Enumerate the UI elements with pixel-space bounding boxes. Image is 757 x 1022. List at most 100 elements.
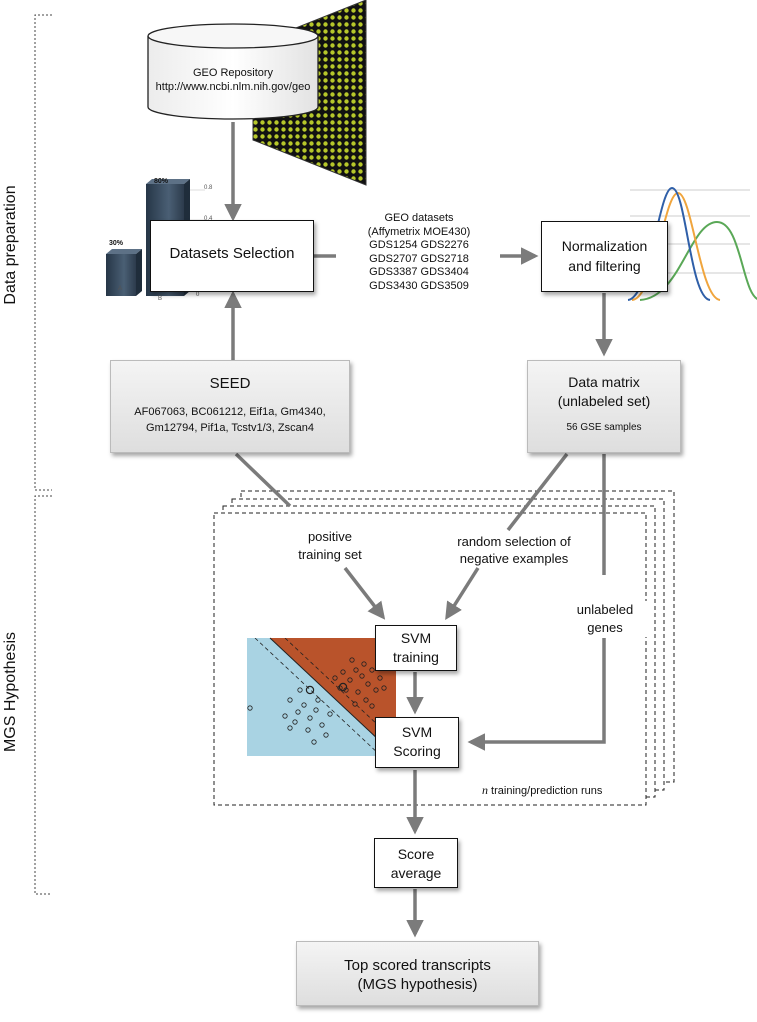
- datasets-selection-label: Datasets Selection: [169, 245, 295, 262]
- normalization-line1: Normalization: [561, 238, 648, 254]
- score-average-line2: average: [390, 865, 442, 881]
- arrow-seed-to-training: [234, 452, 292, 508]
- svm-point: [369, 667, 375, 673]
- svm-scoring-line1: SVM: [401, 724, 433, 740]
- svm-point: [365, 681, 371, 687]
- bar-a-side: [136, 249, 142, 296]
- svm-point: [353, 667, 359, 673]
- svm-training-line1: SVM: [400, 630, 432, 646]
- curve-green: [639, 220, 757, 301]
- data-matrix-box: Data matrix (unlabeled set) 56 GSE sampl…: [527, 360, 681, 453]
- svm-point: [311, 739, 317, 745]
- geo-datasets-line: (Affymetrix MOE430): [367, 225, 471, 238]
- runs-text: training/prediction runs: [488, 785, 603, 797]
- svm-support-vector: [305, 685, 315, 695]
- svm-point: [247, 705, 253, 711]
- data-matrix-line1: Data matrix: [568, 374, 640, 390]
- geo-datasets-line: GDS3430 GDS3509: [369, 279, 469, 292]
- geo-datasets-line: GDS2707 GDS2718: [369, 252, 469, 265]
- top-scored-line1: Top scored transcripts: [344, 957, 491, 974]
- positive-training-set-label: positive training set: [270, 528, 390, 564]
- bar-label-high: 80%: [154, 178, 169, 185]
- bar-a: [106, 254, 136, 296]
- svm-point: [323, 732, 329, 738]
- bar-label-low: 30%: [109, 240, 124, 247]
- svm-training-box: SVM training: [375, 625, 457, 671]
- svm-training-line2: training: [393, 649, 439, 665]
- bar-cat-b: B: [158, 296, 163, 302]
- svm-point: [287, 697, 293, 703]
- seed-genes-line2: Gm12794, Pif1a, Tcstv1/3, Zscan4: [146, 422, 314, 434]
- positive-line1: positive: [307, 529, 353, 544]
- section-label-mgs-hypothesis: MGS Hypothesis: [2, 631, 19, 753]
- geo-datasets-list: GEO datasets (Affymetrix MOE430) GDS1254…: [340, 212, 498, 294]
- top-scored-transcripts-box: Top scored transcripts (MGS hypothesis): [296, 941, 539, 1006]
- data-matrix-samples: 56 GSE samples: [566, 422, 642, 433]
- svm-point: [359, 673, 365, 679]
- runs-n: n: [482, 783, 488, 797]
- seed-title: SEED: [209, 375, 251, 392]
- random-line2: negative examples: [459, 551, 569, 566]
- positive-line2: training set: [298, 547, 362, 562]
- score-average-box: Score average: [374, 838, 458, 888]
- random-line1: random selection of: [457, 534, 571, 549]
- arrow-matrix-to-training: [506, 452, 569, 532]
- training-runs-label: n training/prediction runs: [482, 783, 602, 798]
- svm-scoring-line2: Scoring: [393, 743, 441, 759]
- bar-cat-a: A: [118, 286, 123, 292]
- section-bracket-mgs-hypothesis: [34, 495, 52, 895]
- svm-point: [369, 703, 375, 709]
- section-label-data-preparation: Data preparation: [2, 185, 19, 305]
- svm-support-vector: [338, 682, 348, 692]
- svm-point: [332, 675, 338, 681]
- svm-point: [307, 715, 313, 721]
- bar-tick-top: 0.8: [204, 185, 213, 191]
- bar-a-top: [106, 249, 142, 254]
- seed-box: SEED AF067063, BC061212, Eif1a, Gm4340, …: [110, 360, 350, 453]
- svm-point: [301, 702, 307, 708]
- svm-point: [327, 711, 333, 717]
- geo-datasets-line: GEO datasets: [384, 212, 454, 224]
- bar-tick-mid: 0.4: [204, 216, 213, 222]
- svm-point: [381, 685, 387, 691]
- datasets-selection-box: Datasets Selection: [150, 220, 314, 292]
- svm-point: [349, 657, 355, 663]
- svm-point: [305, 727, 311, 733]
- svm-point: [282, 713, 288, 719]
- flow-arrows: [224, 122, 613, 938]
- svm-point: [363, 697, 369, 703]
- seed-genes-line1: AF067063, BC061212, Eif1a, Gm4340,: [134, 406, 326, 418]
- bar-b-top: [146, 179, 190, 184]
- section-bracket-data-preparation: [34, 14, 52, 491]
- data-matrix-line2: (unlabeled set): [557, 393, 651, 409]
- svm-point: [295, 709, 301, 715]
- svm-scoring-box: SVM Scoring: [375, 717, 459, 768]
- geo-datasets-line: GDS3387 GDS3404: [369, 266, 469, 279]
- svm-scatter-plot: [247, 637, 397, 757]
- svm-point: [319, 722, 325, 728]
- geo-database-cylinder: [147, 23, 319, 120]
- top-scored-line2: (MGS hypothesis): [357, 976, 478, 993]
- svm-point: [297, 687, 303, 693]
- svm-point: [352, 701, 358, 707]
- bar-tick-bottom: 0: [196, 292, 200, 298]
- geo-repository-url: http://www.ncbi.nlm.nih.gov/geo: [155, 81, 311, 93]
- svm-point: [313, 707, 319, 713]
- svm-point: [340, 669, 346, 675]
- unlabeled-line1: unlabeled: [576, 602, 634, 617]
- normalization-box: Normalization and filtering: [541, 221, 668, 292]
- geo-repository-title: GEO Repository: [192, 67, 274, 79]
- svm-point: [355, 689, 361, 695]
- svm-point: [377, 675, 383, 681]
- svm-point: [361, 661, 367, 667]
- svm-point: [347, 677, 353, 683]
- unlabeled-genes-label: unlabeled genes: [560, 601, 650, 637]
- unlabeled-line2: genes: [587, 620, 623, 635]
- score-average-line1: Score: [397, 846, 435, 862]
- normalization-line2: and filtering: [568, 258, 641, 274]
- svm-point: [292, 719, 298, 725]
- geo-datasets-line: GDS1254 GDS2276: [369, 239, 469, 252]
- svm-point: [315, 697, 321, 703]
- random-negative-examples-label: random selection of negative examples: [440, 533, 588, 567]
- svm-point: [287, 725, 293, 731]
